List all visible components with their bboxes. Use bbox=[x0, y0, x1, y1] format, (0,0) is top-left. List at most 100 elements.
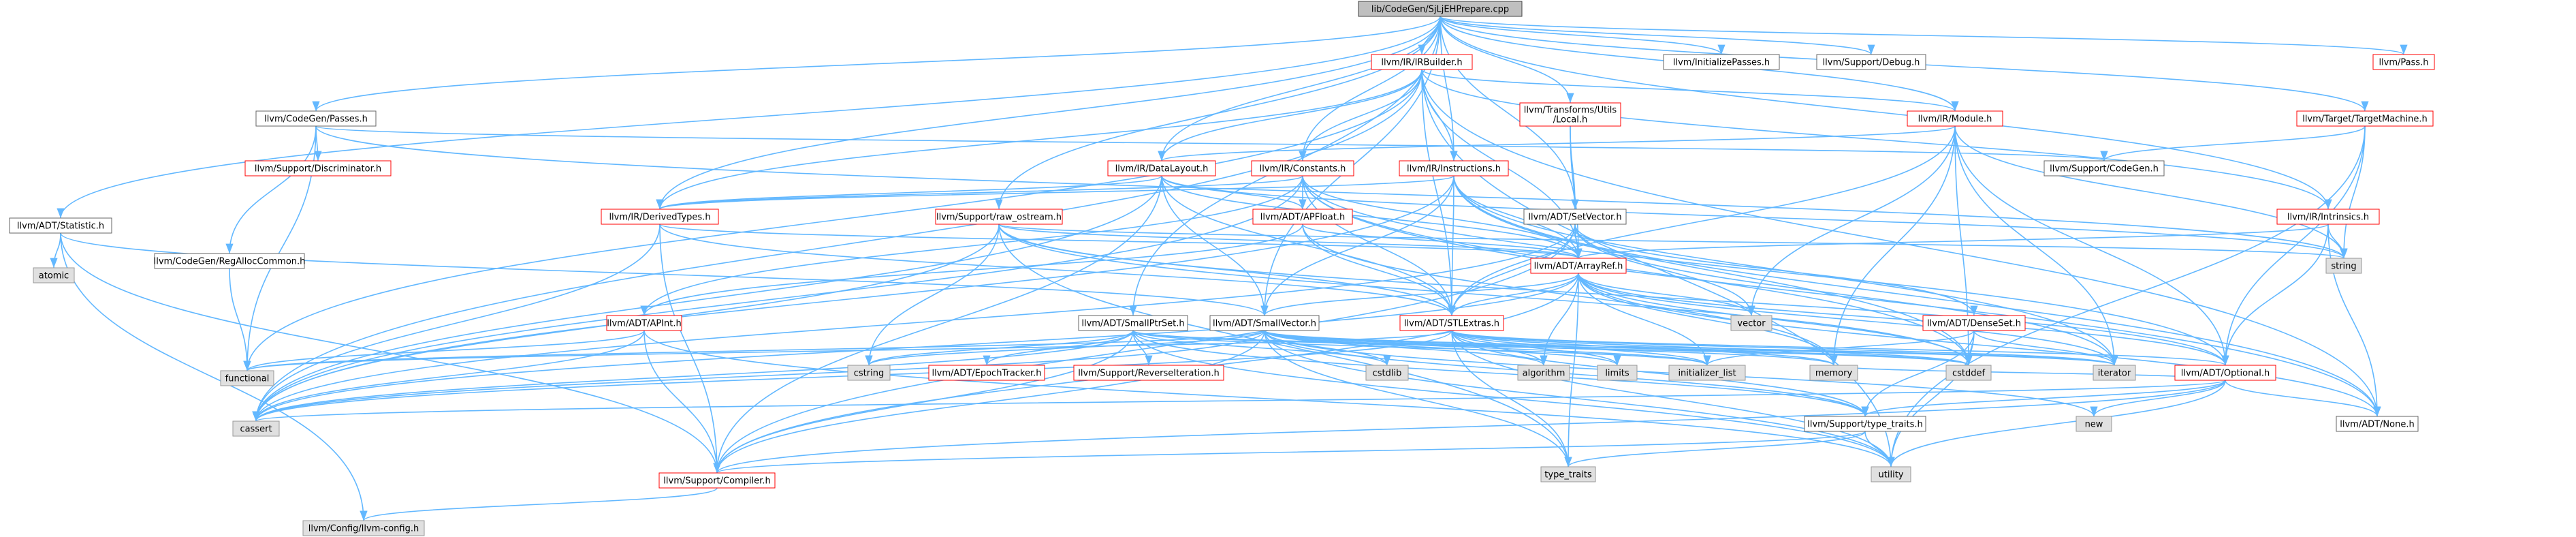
node-llvm-codegen-passes-h[interactable]: llvm/CodeGen/Passes.h bbox=[255, 110, 377, 127]
node-label: llvm/ADT/SetVector.h bbox=[1528, 213, 1621, 223]
node-label: cstdlib bbox=[1373, 369, 1402, 379]
edge-apfloat-to-memory bbox=[1302, 224, 1838, 366]
edge-optional-to-typetraits bbox=[1861, 380, 2226, 417]
node-llvm-adt-statistic-h[interactable]: llvm/ADT/Statistic.h bbox=[9, 217, 112, 234]
edge-root-to-setvector bbox=[1440, 16, 1579, 210]
edge-stlextras-to-typetraits bbox=[1451, 330, 1869, 417]
node-box bbox=[2336, 416, 2419, 432]
edge-smallptrset-to-cassert bbox=[252, 330, 1134, 422]
edge-module-to-datalayout bbox=[1158, 125, 1956, 162]
edge-root-to-initpasses bbox=[1440, 16, 1726, 55]
node-label: initializer_list bbox=[1678, 369, 1736, 379]
node-llvm-codegen-regalloccommon-h[interactable]: llvm/CodeGen/RegAllocCommon.h bbox=[154, 253, 306, 269]
edge-datalayout-to-apfloat bbox=[1161, 175, 1307, 210]
edge-constants-to-apint bbox=[640, 175, 1303, 316]
node-llvm-support-reverseiteration-h[interactable]: llvm/Support/ReverseIteration.h bbox=[1073, 365, 1224, 381]
edge-module-to-memory bbox=[1830, 125, 1956, 366]
edge-arrayref-to-none bbox=[1578, 273, 2381, 417]
edge-smallvector-to-functional bbox=[244, 330, 1265, 371]
edge-root-to-pass bbox=[1440, 16, 2407, 55]
edge-stlextras-to-iterator bbox=[1451, 330, 2118, 366]
node-llvm-ir-module-h[interactable]: llvm/IR/Module.h bbox=[1907, 110, 2003, 127]
node-label: llvm/Support/Compiler.h bbox=[663, 476, 770, 487]
node-llvm-support-discriminator-h[interactable]: llvm/Support/Discriminator.h bbox=[244, 160, 392, 177]
node-llvm-ir-derivedtypes-h[interactable]: llvm/IR/DerivedTypes.h bbox=[601, 209, 719, 225]
node-llvm-transforms-utils-local-h[interactable]: llvm/Transforms/Utils/Local.h bbox=[1519, 102, 1621, 127]
node-box bbox=[154, 253, 305, 269]
node-llvm-target-targetmachine-h[interactable]: llvm/Target/TargetMachine.h bbox=[2296, 110, 2434, 127]
edge-apfloat-to-stlextras bbox=[1302, 224, 1456, 316]
node-box bbox=[2296, 110, 2434, 127]
node-box bbox=[2325, 258, 2362, 274]
edge-stlextras-to-cstddef bbox=[1451, 330, 1973, 366]
edge-irbuilder-to-constants bbox=[1299, 69, 1422, 162]
node-llvm-ir-datalayout-h[interactable]: llvm/IR/DataLayout.h bbox=[1107, 160, 1216, 177]
node-label: atomic bbox=[39, 271, 69, 281]
node-label: llvm/CodeGen/RegAllocCommon.h bbox=[154, 257, 306, 267]
edge-passes-to-supcodegen bbox=[315, 125, 2108, 162]
node-llvm-adt-setvector-h[interactable]: llvm/ADT/SetVector.h bbox=[1523, 209, 1627, 225]
node-memory: memory bbox=[1809, 365, 1858, 381]
node-llvm-adt-none-h[interactable]: llvm/ADT/None.h bbox=[2336, 416, 2419, 432]
node-box bbox=[1073, 365, 1224, 381]
edge-smallptrset-to-typetraits bbox=[1132, 330, 1869, 417]
edge-intrinsics-to-none bbox=[2327, 224, 2381, 417]
node-label: cstddef bbox=[1952, 369, 1986, 379]
node-llvm-ir-intrinsics-h[interactable]: llvm/IR/Intrinsics.h bbox=[2276, 209, 2380, 225]
node-llvm-adt-stlextras-h[interactable]: llvm/ADT/STLExtras.h bbox=[1399, 315, 1504, 331]
node-llvm-support-raw-ostream-h[interactable]: llvm/Support/raw_ostream.h bbox=[935, 209, 1063, 225]
node-box bbox=[1816, 54, 1926, 70]
edge-irbuilder-to-module bbox=[1421, 69, 1959, 112]
node-lib-codegen-sjljehprepare-cpp[interactable]: lib/CodeGen/SjLjEHPrepare.cpp bbox=[1358, 1, 1523, 17]
node-label: llvm/IR/Instructions.h bbox=[1407, 164, 1501, 174]
node-label: string bbox=[2331, 262, 2356, 272]
edge-rawostream-to-arrayref bbox=[998, 224, 1583, 259]
edge-optional-to-compiler bbox=[713, 380, 2226, 474]
node-llvm-support-compiler-h[interactable]: llvm/Support/Compiler.h bbox=[658, 472, 776, 489]
node-label: llvm/ADT/APFloat.h bbox=[1260, 213, 1345, 223]
node-llvm-support-codegen-h[interactable]: llvm/Support/CodeGen.h bbox=[2044, 160, 2165, 177]
edge-derived-to-cassert bbox=[252, 224, 661, 422]
edge-targetmachine-to-utility bbox=[1887, 125, 2366, 467]
node-llvm-pass-h[interactable]: llvm/Pass.h bbox=[2372, 54, 2435, 70]
node-llvm-support-type-traits-h[interactable]: llvm/Support/type_traits.h bbox=[1804, 416, 1926, 432]
node-label: llvm/ADT/APInt.h bbox=[607, 319, 681, 329]
node-llvm-ir-constants-h[interactable]: llvm/IR/Constants.h bbox=[1251, 160, 1354, 177]
node-limits: limits bbox=[1597, 365, 1638, 381]
edge-smallvector-to-cassert bbox=[252, 330, 1265, 422]
node-utility: utility bbox=[1871, 466, 1911, 482]
edge-datalayout-to-derived bbox=[656, 175, 1162, 210]
node-llvm-adt-optional-h[interactable]: llvm/ADT/Optional.h bbox=[2174, 365, 2276, 381]
node-label: cassert bbox=[240, 425, 272, 435]
edge-datalayout-to-cassert bbox=[252, 175, 1162, 422]
edge-smallvector-to-cstddef bbox=[1264, 330, 1973, 366]
edge-root-to-intrinsics bbox=[1440, 16, 2332, 210]
edge-smallvector-to-cstring bbox=[865, 330, 1265, 366]
edge-module-to-string bbox=[1954, 125, 2348, 259]
node-llvm-adt-apint-h[interactable]: llvm/ADT/APInt.h bbox=[606, 315, 682, 331]
node-llvm-adt-arrayref-h[interactable]: llvm/ADT/ArrayRef.h bbox=[1530, 258, 1627, 274]
node-llvm-adt-denseset-h[interactable]: llvm/ADT/DenseSet.h bbox=[1922, 315, 2026, 331]
node-box bbox=[232, 420, 280, 437]
node-label: llvm/ADT/Statistic.h bbox=[17, 221, 104, 232]
node-llvm-initializepasses-h[interactable]: llvm/InitializePasses.h bbox=[1663, 54, 1780, 70]
node-llvm-ir-irbuilder-h[interactable]: llvm/IR/IRBuilder.h bbox=[1371, 54, 1473, 70]
node-label: llvm/Transforms/Utils bbox=[1524, 106, 1617, 116]
edge-typetraits-to-type_traits bbox=[1564, 431, 1866, 467]
edge-arrayref-to-type_traits bbox=[1564, 273, 1579, 467]
node-llvm-adt-apfloat-h[interactable]: llvm/ADT/APFloat.h bbox=[1252, 209, 1353, 225]
node-llvm-adt-smallptrset-h[interactable]: llvm/ADT/SmallPtrSet.h bbox=[1078, 315, 1188, 331]
node-llvm-adt-epochtracker-h[interactable]: llvm/ADT/EpochTracker.h bbox=[928, 365, 1045, 381]
node-box bbox=[601, 209, 719, 225]
node-llvm-ir-instructions-h[interactable]: llvm/IR/Instructions.h bbox=[1399, 160, 1509, 177]
node-box bbox=[1358, 1, 1523, 17]
edge-arrayref-to-cstddef bbox=[1578, 273, 1973, 366]
edge-rawostream-to-string bbox=[998, 224, 2347, 259]
node-box bbox=[847, 365, 891, 381]
node-llvm-adt-smallvector-h[interactable]: llvm/ADT/SmallVector.h bbox=[1209, 315, 1320, 331]
node-box bbox=[255, 110, 377, 127]
edge-derived-to-compiler bbox=[659, 224, 721, 474]
node-llvm-support-debug-h[interactable]: llvm/Support/Debug.h bbox=[1816, 54, 1926, 70]
node-label: llvm/ADT/STLExtras.h bbox=[1404, 319, 1499, 329]
edge-local-to-setvector bbox=[1570, 125, 1579, 210]
